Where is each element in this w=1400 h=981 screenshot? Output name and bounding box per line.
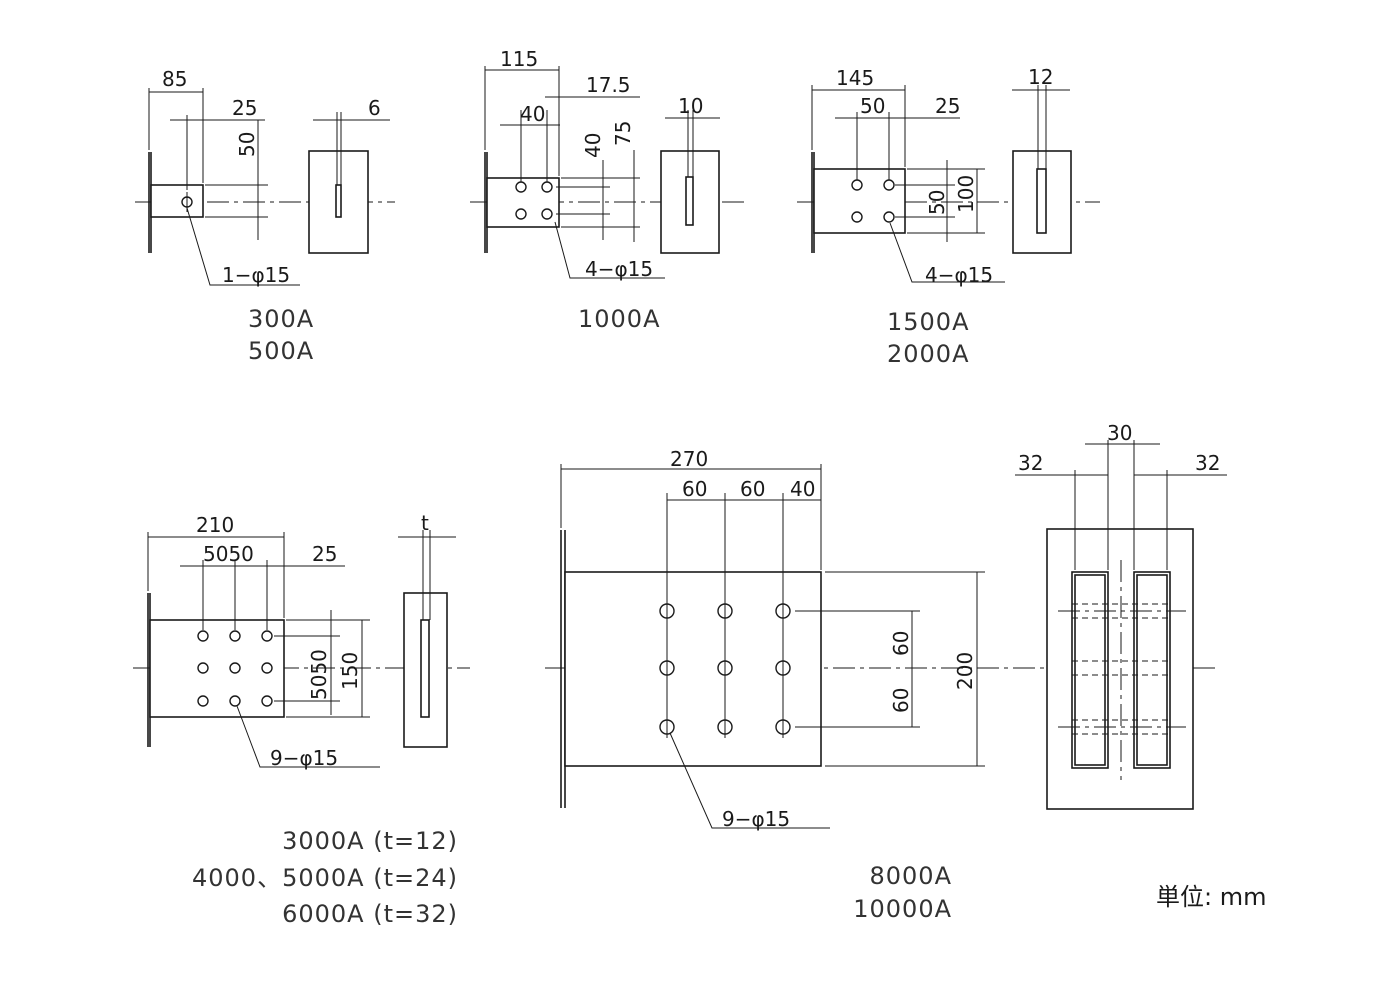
dim-40-c: 40 <box>790 477 815 501</box>
dim-30: 30 <box>1107 421 1132 445</box>
caption-300a: 300A <box>248 305 314 333</box>
dim-60-c: 60 <box>889 631 913 656</box>
caption-6000a: 6000A (t=32) <box>282 900 458 928</box>
hole-note-4: 9−φ15 <box>270 746 338 770</box>
hole-note-2: 4−φ15 <box>585 257 653 281</box>
dim-60-b: 60 <box>740 477 765 501</box>
dim-25-c: 25 <box>312 542 337 566</box>
dim-145: 145 <box>836 66 874 90</box>
dim-40-h: 40 <box>520 102 545 126</box>
dim-32-left: 32 <box>1018 451 1043 475</box>
dim-210: 210 <box>196 513 234 537</box>
caption-8000a: 8000A <box>870 862 953 890</box>
caption-1500a: 1500A <box>887 308 970 336</box>
dim-50-h: 50 <box>860 94 885 118</box>
unit-label: 単位: mm <box>1156 883 1266 911</box>
dim-32-right: 32 <box>1195 451 1220 475</box>
dim-5050-h: 5050 <box>203 542 254 566</box>
dim-25-b: 25 <box>935 94 960 118</box>
drawing-300a <box>135 88 395 286</box>
caption-10000a: 10000A <box>853 895 952 923</box>
caption-3000a: 3000A (t=12) <box>282 827 458 855</box>
dim-50-v: 50 <box>925 190 949 215</box>
dim-150: 150 <box>338 652 362 690</box>
dim-50: 50 <box>235 132 259 157</box>
dim-100: 100 <box>954 175 978 213</box>
hole-note-1: 1−φ15 <box>222 263 290 287</box>
hole-note-3: 4−φ15 <box>925 263 993 287</box>
dim-t: t <box>421 511 429 535</box>
caption-2000a: 2000A <box>887 340 970 368</box>
dim-270: 270 <box>670 447 708 471</box>
dim-12: 12 <box>1028 65 1053 89</box>
caption-1000a: 1000A <box>578 305 661 333</box>
dim-60-d: 60 <box>889 688 913 713</box>
dim-115: 115 <box>500 47 538 71</box>
drawing-8000a <box>545 440 1227 829</box>
dim-6: 6 <box>368 96 381 120</box>
dim-10: 10 <box>678 94 703 118</box>
dim-85: 85 <box>162 67 187 91</box>
drawing-1500a <box>797 85 1100 283</box>
dim-75: 75 <box>611 121 635 146</box>
hole-note-5: 9−φ15 <box>722 807 790 831</box>
caption-500a: 500A <box>248 337 314 365</box>
dim-17-5: 17.5 <box>586 73 631 97</box>
caption-4000-5000a: 4000、5000A (t=24) <box>192 864 458 892</box>
dim-5050-v: 5050 <box>307 649 331 700</box>
drawing-1000a <box>470 66 745 279</box>
dim-25: 25 <box>232 96 257 120</box>
dim-40-v: 40 <box>581 133 605 158</box>
dim-200: 200 <box>953 652 977 690</box>
dim-60-a: 60 <box>682 477 707 501</box>
drawing-3000a <box>133 530 470 768</box>
